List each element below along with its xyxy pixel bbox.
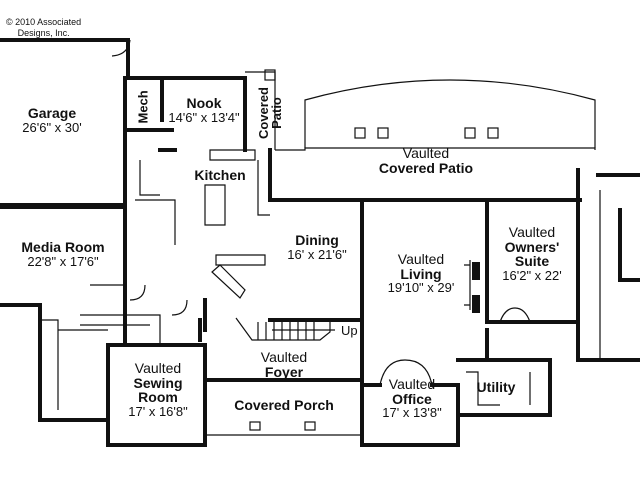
room-nook: Nook 14'6" x 13'4" — [168, 96, 239, 124]
copyright-notice: © 2010 Associated Designs, Inc. — [6, 17, 81, 39]
room-name-line1: Owners' — [504, 238, 560, 255]
room-size: 17' x 13'8" — [382, 405, 442, 421]
stairs-up-label: Up — [341, 323, 358, 338]
fireplace — [472, 262, 480, 313]
room-name: Garage — [27, 105, 77, 121]
room-living: Vaulted Living 19'10" x 29' — [388, 252, 455, 295]
room-garage: Garage 26'6" x 30' — [22, 106, 81, 134]
room-mech: Mech — [135, 90, 151, 124]
room-name-line2: Room — [138, 389, 178, 406]
room-name-line1: Sewing — [133, 374, 183, 391]
room-name-line2: Suite — [514, 253, 550, 270]
room-name: Office — [392, 390, 432, 407]
room-prefix: Vaulted — [260, 349, 308, 365]
room-kitchen: Kitchen — [194, 168, 245, 183]
copyright-line1: © 2010 Associated — [6, 17, 82, 27]
room-size: 22'8" x 17'6" — [27, 253, 99, 269]
room-size: 14'6" x 13'4" — [168, 109, 240, 125]
columns — [249, 69, 499, 431]
room-size: 19'10" x 29' — [387, 280, 455, 296]
room-size: 17' x 16'8" — [128, 404, 188, 420]
room-name: Media Room — [21, 239, 105, 255]
room-size: 16'2" x 22' — [502, 268, 562, 284]
room-sewing-room: Vaulted Sewing Room 17' x 16'8" — [128, 361, 187, 419]
room-dining: Dining 16' x 21'6" — [287, 233, 346, 261]
room-covered-patio: Covered Patio — [256, 83, 284, 143]
room-size: 16' x 21'6" — [287, 246, 347, 262]
room-prefix: Vaulted — [402, 145, 450, 161]
room-name: Covered Porch — [234, 397, 334, 413]
thin-lines — [40, 39, 601, 436]
room-size: 26'6" x 30' — [22, 119, 82, 135]
room-name: Living — [400, 265, 442, 282]
room-prefix: Vaulted — [508, 224, 556, 240]
room-office: Vaulted Office 17' x 13'8" — [382, 377, 441, 420]
room-name: Covered Patio — [378, 159, 474, 176]
room-name: Foyer — [264, 363, 304, 380]
copyright-line2: Designs, Inc. — [17, 28, 70, 38]
room-name: Nook — [186, 95, 222, 111]
room-foyer: Vaulted Foyer — [261, 350, 307, 379]
room-name-line2: Patio — [269, 97, 284, 129]
room-utility: Utility — [477, 380, 516, 395]
room-prefix: Vaulted — [134, 360, 182, 376]
room-name: Utility — [476, 379, 516, 395]
room-name: Dining — [295, 232, 339, 248]
room-prefix: Vaulted — [388, 376, 436, 392]
room-media-room: Media Room 22'8" x 17'6" — [21, 240, 104, 268]
room-vaulted-covered-patio: Vaulted Covered Patio — [379, 146, 473, 175]
room-name: Kitchen — [194, 167, 246, 183]
room-prefix: Vaulted — [397, 251, 445, 267]
room-covered-porch: Covered Porch — [234, 398, 334, 413]
room-owners-suite: Vaulted Owners' Suite 16'2" x 22' — [502, 225, 561, 283]
